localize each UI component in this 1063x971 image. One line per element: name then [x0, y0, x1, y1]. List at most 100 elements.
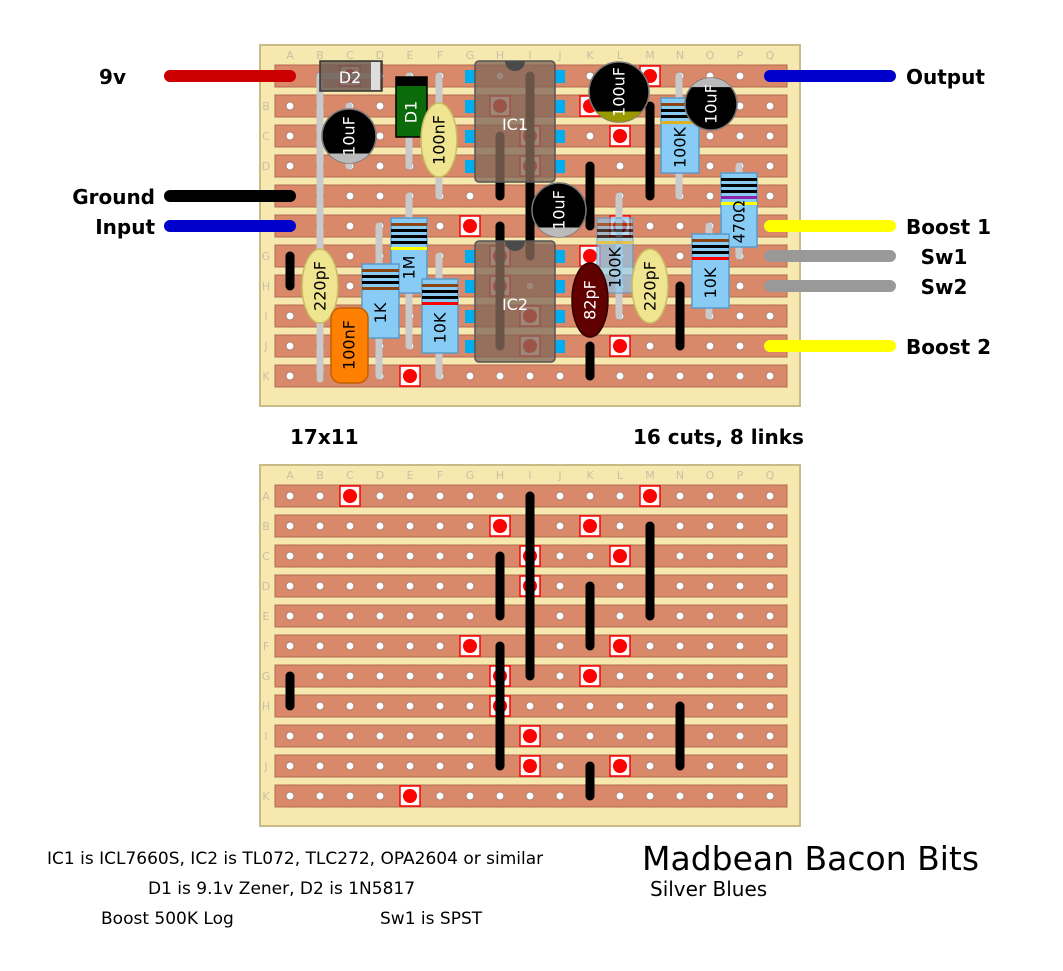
hole	[675, 791, 685, 801]
polarity-band	[328, 153, 370, 163]
row-label: D	[262, 580, 270, 593]
hole	[345, 641, 355, 651]
wire-label: Input	[95, 215, 155, 239]
hole	[285, 161, 295, 171]
hole	[465, 581, 475, 591]
hole	[675, 251, 685, 261]
hole	[735, 311, 745, 321]
color-band	[661, 109, 699, 112]
hole	[585, 701, 595, 711]
row-label: G	[262, 670, 271, 683]
color-band	[661, 115, 699, 118]
column-label: A	[286, 49, 294, 62]
hole	[705, 641, 715, 651]
hole	[675, 551, 685, 561]
hole	[615, 371, 625, 381]
hole	[495, 491, 505, 501]
row-label: A	[262, 490, 270, 503]
component-label: 10uF	[550, 190, 569, 230]
project-subtitle: Silver Blues	[650, 877, 767, 901]
hole	[405, 521, 415, 531]
color-band	[362, 287, 399, 290]
hole	[675, 221, 685, 231]
color-band	[692, 245, 729, 248]
hole	[735, 701, 745, 711]
color-band	[721, 190, 757, 193]
column-label: H	[496, 49, 504, 62]
polarity-band	[691, 77, 731, 88]
hole	[765, 581, 775, 591]
hole	[345, 671, 355, 681]
hole	[615, 521, 625, 531]
hole	[735, 581, 745, 591]
component-label: 1M	[400, 256, 419, 280]
hole	[705, 611, 715, 621]
component-label: 220pF	[311, 261, 330, 311]
cut-dot	[463, 219, 477, 233]
color-band	[597, 229, 633, 232]
wire-label: Output	[906, 65, 985, 89]
row-label: G	[262, 250, 271, 263]
hole	[615, 731, 625, 741]
column-label: K	[586, 49, 594, 62]
column-label: P	[737, 469, 744, 482]
hole	[315, 551, 325, 561]
hole	[615, 611, 625, 621]
hole	[645, 641, 655, 651]
column-label: L	[617, 469, 624, 482]
ic-pin	[465, 250, 475, 263]
hole	[315, 731, 325, 741]
hole	[765, 191, 775, 201]
hole	[765, 131, 775, 141]
hole	[465, 701, 475, 711]
column-label: Q	[766, 469, 775, 482]
hole	[285, 791, 295, 801]
column-label: I	[528, 469, 531, 482]
hole	[345, 581, 355, 591]
ic-notch	[505, 61, 525, 71]
film-cap-c_100nf_b	[330, 307, 369, 384]
hole	[735, 761, 745, 771]
row-label: I	[264, 310, 267, 323]
color-band	[597, 223, 633, 226]
hole	[705, 131, 715, 141]
hole	[765, 161, 775, 171]
component-label: 100K	[606, 246, 625, 288]
hole	[765, 371, 775, 381]
color-band	[391, 229, 427, 232]
hole	[375, 131, 385, 141]
row-label: J	[263, 760, 267, 773]
hole	[555, 371, 565, 381]
hole	[735, 671, 745, 681]
hole	[285, 101, 295, 111]
ic-pin	[555, 160, 565, 173]
color-band	[362, 275, 399, 278]
ic-pin	[555, 340, 565, 353]
hole	[675, 641, 685, 651]
column-label: G	[466, 469, 475, 482]
ic-pin	[555, 100, 565, 113]
hole	[645, 671, 655, 681]
row-label: J	[263, 340, 267, 353]
column-label: P	[737, 49, 744, 62]
cut-dot	[463, 639, 477, 653]
hole	[675, 491, 685, 501]
wire-label: Boost 1	[906, 215, 991, 239]
hole	[285, 611, 295, 621]
hole	[345, 191, 355, 201]
hole	[705, 701, 715, 711]
cut-dot	[613, 549, 627, 563]
component-label: 10uF	[340, 116, 359, 156]
hole	[405, 491, 415, 501]
hole	[525, 701, 535, 711]
column-label: C	[346, 469, 354, 482]
column-label: H	[496, 469, 504, 482]
hole	[435, 761, 445, 771]
note-ics: IC1 is ICL7660S, IC2 is TL072, TLC272, O…	[47, 849, 543, 869]
component-label: 10uF	[702, 84, 721, 124]
row-label: B	[262, 100, 270, 113]
hole	[285, 521, 295, 531]
hole	[735, 281, 745, 291]
hole	[465, 611, 475, 621]
hole	[285, 371, 295, 381]
